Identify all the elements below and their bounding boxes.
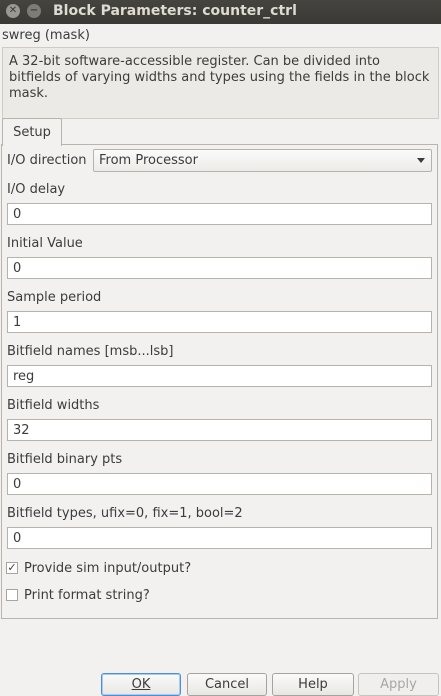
tab-setup[interactable]: Setup	[2, 118, 62, 146]
apply-button[interactable]: Apply	[358, 673, 439, 696]
io-delay-label: I/O delay	[7, 182, 66, 197]
initial-value-label: Initial Value	[7, 236, 83, 251]
window-title: Block Parameters: counter_ctrl	[53, 3, 297, 19]
help-button[interactable]: Help	[272, 673, 354, 696]
sample-period-input[interactable]: 1	[7, 311, 432, 333]
io-direction-select[interactable]: From Processor	[93, 149, 432, 172]
initial-value-input[interactable]: 0	[7, 257, 432, 279]
bitfield-names-input[interactable]: reg	[7, 365, 432, 387]
io-delay-input[interactable]: 0	[7, 203, 432, 225]
bitfield-widths-label: Bitfield widths	[7, 398, 100, 413]
bitfield-types-label: Bitfield types, ufix=0, fix=1, bool=2	[7, 506, 243, 521]
ok-button[interactable]: OK	[101, 673, 181, 696]
io-direction-label: I/O direction	[7, 153, 87, 168]
cancel-button[interactable]: Cancel	[187, 673, 267, 696]
bitfield-binary-pts-input[interactable]: 0	[7, 473, 432, 495]
print-format-checkbox[interactable]	[6, 589, 18, 601]
print-format-label: Print format string?	[24, 588, 150, 603]
sample-period-label: Sample period	[7, 290, 102, 305]
bitfield-names-label: Bitfield names [msb...lsb]	[7, 344, 174, 359]
chevron-down-icon	[417, 158, 425, 163]
title-bar: ✕ − Block Parameters: counter_ctrl	[0, 0, 441, 24]
mask-description: A 32-bit software-accessible register. C…	[2, 47, 439, 119]
bitfield-widths-input[interactable]: 32	[7, 419, 432, 441]
provide-sim-io-label: Provide sim input/output?	[24, 561, 192, 576]
bitfield-binary-pts-label: Bitfield binary pts	[7, 452, 123, 467]
minimize-icon[interactable]: −	[27, 4, 41, 18]
io-direction-value: From Processor	[99, 153, 198, 168]
mask-type-label: swreg (mask)	[2, 28, 90, 43]
provide-sim-io-checkbox[interactable]: ✓	[6, 561, 18, 574]
bitfield-types-input[interactable]: 0	[7, 527, 432, 549]
close-icon[interactable]: ✕	[6, 4, 20, 18]
